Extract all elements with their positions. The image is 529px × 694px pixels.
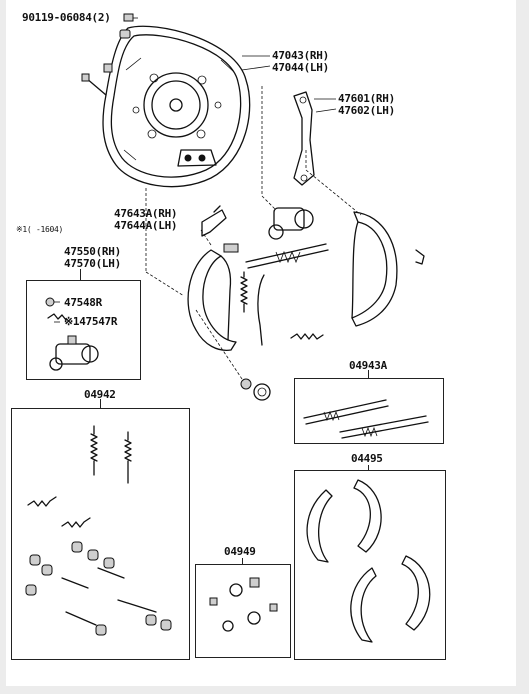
label-shoe-set[interactable]: 04495 — [351, 452, 383, 465]
return-springs — [240, 271, 324, 346]
label-backing-plate-rh[interactable]: 47043(RH) — [272, 49, 329, 62]
spring-kit-box — [11, 408, 190, 660]
cylinder-label-bracket — [80, 269, 81, 280]
wheel-cylinder — [268, 207, 314, 240]
hold-down-cup — [240, 378, 271, 401]
strut — [201, 205, 227, 237]
parking-lever — [293, 91, 315, 186]
adjuster-kit-art — [303, 399, 429, 439]
backing-plate — [102, 25, 251, 188]
spring-label-bracket — [100, 399, 101, 408]
diagram-artwork — [25, 13, 431, 643]
adjuster-kit-box — [294, 378, 444, 444]
leader-lines — [53, 17, 362, 383]
label-strut-rh[interactable]: 47643A(RH) — [114, 207, 178, 220]
shoe-set-art — [306, 479, 431, 643]
label-cylinder-rh[interactable]: 47550(RH) — [64, 245, 121, 258]
shoe-label-bracket — [368, 465, 369, 470]
repair-kit-art — [209, 577, 278, 632]
label-lever-lh[interactable]: 47602(LH) — [338, 104, 395, 117]
cylinder-kit-box — [26, 280, 141, 380]
note-text: ※1( -1604) — [16, 225, 64, 234]
repair-label-bracket — [242, 558, 243, 564]
label-backing-plate-lh[interactable]: 47044(LH) — [272, 61, 329, 74]
bolts — [81, 13, 134, 96]
brake-shoe-left — [187, 243, 239, 351]
shoe-set-box — [294, 470, 446, 660]
label-adjuster-kit[interactable]: 04943A — [349, 359, 387, 372]
spring-kit-art — [25, 425, 172, 636]
label-lever-rh[interactable]: 47601(RH) — [338, 92, 395, 105]
label-cylinder-kit[interactable]: 47548R — [64, 296, 102, 309]
brake-shoe-right — [351, 211, 425, 327]
adjuster-label-bracket — [368, 370, 369, 378]
label-strut-lh[interactable]: 47644A(LH) — [114, 219, 178, 232]
repair-kit-box — [195, 564, 291, 658]
label-bolt[interactable]: 90119-06084(2) — [22, 11, 111, 24]
label-cylinder-kit-alt[interactable]: ※147547R — [64, 315, 118, 328]
label-cylinder-repair-kit[interactable]: 04949 — [224, 545, 256, 558]
label-spring-kit[interactable]: 04942 — [84, 388, 116, 401]
cylinder-kit-art — [45, 297, 99, 371]
label-cylinder-lh[interactable]: 47570(LH) — [64, 257, 121, 270]
parts-diagram-sheet: 90119-06084(2) 47043(RH) 47044(LH) 47601… — [6, 0, 516, 686]
adjuster — [245, 243, 329, 269]
